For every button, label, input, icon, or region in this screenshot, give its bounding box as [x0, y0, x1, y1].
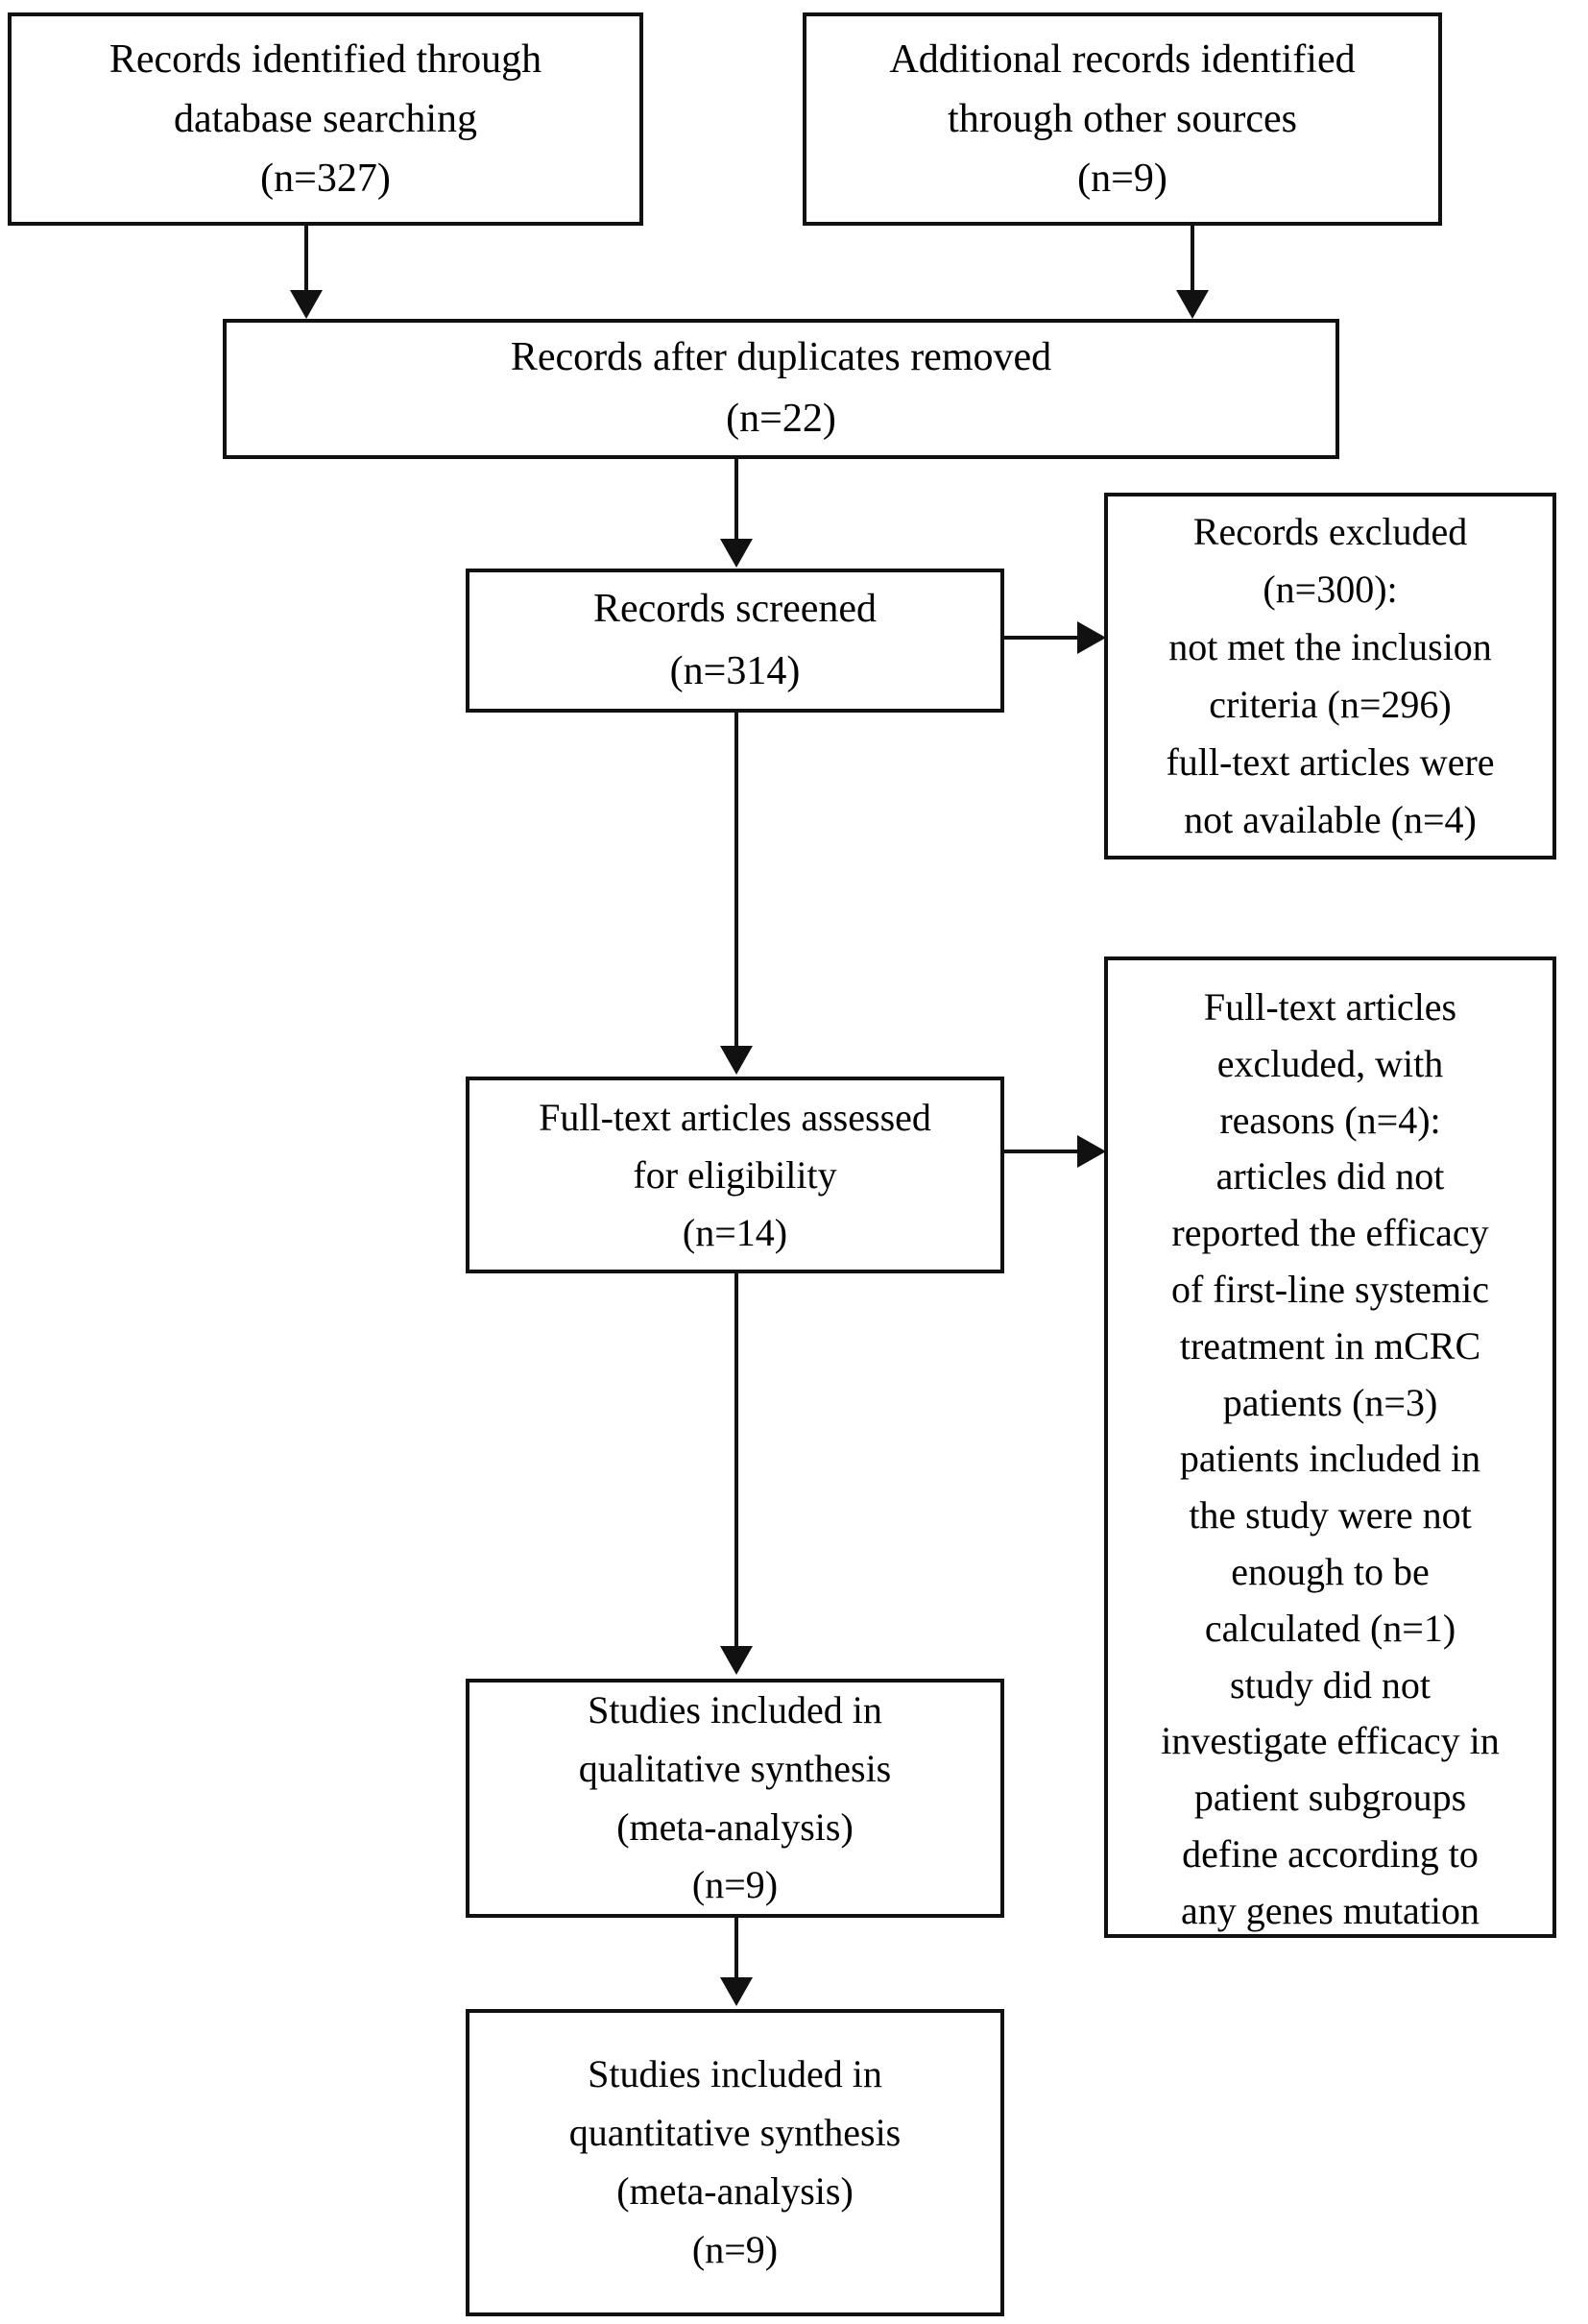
box-line: Records identified through [108, 36, 542, 82]
box-line: treatment in mCRC [1179, 1323, 1481, 1368]
box-line: (n=14) [682, 1210, 788, 1254]
arrowhead-screened-to-records-excluded [1077, 621, 1106, 654]
box-line: reported the efficacy [1171, 1211, 1489, 1255]
box-line: (n=314) [669, 649, 801, 693]
arrowhead-other-sources-to-dedup [1176, 290, 1209, 319]
box-line: Studies included in [588, 1687, 882, 1731]
arrowhead-qualitative-to-quantitative [720, 1977, 753, 2006]
box-line: articles did not [1215, 1154, 1445, 1198]
box-line: reasons (n=4): [1219, 1098, 1441, 1142]
box-additional-records-other-sources: Additional records identified through ot… [803, 12, 1442, 226]
box-line: (n=9) [691, 1863, 779, 1907]
arrowhead-fulltext-to-qualitative [720, 1646, 753, 1675]
box-line: of first-line systemic [1170, 1267, 1490, 1311]
connector-other-sources-to-dedup [1191, 226, 1194, 293]
box-line: not available (n=4) [1184, 798, 1477, 841]
box-line: study did not [1230, 1662, 1431, 1707]
box-line: full-text articles were [1166, 740, 1495, 784]
box-line: Full-text articles assessed [539, 1095, 931, 1139]
box-line: enough to be [1231, 1549, 1430, 1593]
box-line: (n=9) [1077, 157, 1167, 202]
box-line: Records excluded [1192, 510, 1468, 553]
box-records-after-duplicates-removed: Records after duplicates removed (n=22) [223, 319, 1339, 459]
arrowhead-screened-to-fulltext [720, 1046, 753, 1075]
box-line: (n=22) [726, 397, 836, 441]
box-fulltext-articles-assessed: Full-text articles assessed for eligibil… [466, 1077, 1004, 1273]
box-studies-included-quantitative-synthesis: Studies included in quantitative synthes… [466, 2009, 1004, 2316]
box-line: calculated (n=1) [1204, 1606, 1456, 1650]
box-line: Studies included in [588, 2052, 882, 2096]
box-line: Records after duplicates removed [510, 335, 1052, 380]
box-line: qualitative synthesis [578, 1746, 892, 1790]
box-line: patients included in [1179, 1437, 1481, 1481]
box-fulltext-articles-excluded-with-reasons: Full-text articles excluded, with reason… [1104, 956, 1556, 1938]
box-line: (n=327) [260, 157, 391, 202]
box-line: excluded, with [1216, 1041, 1444, 1085]
box-line: patient subgroups [1193, 1776, 1467, 1820]
box-line: through other sources [948, 96, 1297, 141]
box-line: (n=300): [1263, 568, 1398, 611]
box-line: (meta-analysis) [616, 1804, 854, 1849]
box-line: investigate efficacy in [1161, 1719, 1500, 1763]
connector-fulltext-to-qualitative [734, 1273, 738, 1648]
box-line: define according to [1182, 1831, 1479, 1876]
box-line: the study were not [1189, 1493, 1472, 1537]
box-records-identified-database: Records identified through database sear… [8, 12, 643, 226]
box-line: quantitative synthesis [568, 2111, 902, 2155]
box-line: (meta-analysis) [616, 2169, 854, 2213]
box-line: for eligibility [633, 1152, 837, 1197]
connector-dedup-to-screened [734, 459, 738, 542]
box-line: Full-text articles [1203, 985, 1457, 1029]
connector-screened-to-records-excluded [1004, 636, 1081, 640]
arrowhead-db-search-to-dedup [290, 290, 323, 319]
box-line: patients (n=3) [1222, 1380, 1438, 1424]
box-line: Additional records identified [889, 36, 1356, 82]
box-line: criteria (n=296) [1209, 683, 1452, 726]
box-line: database searching [173, 96, 477, 141]
box-records-excluded: Records excluded (n=300): not met the in… [1104, 493, 1556, 859]
box-records-screened: Records screened (n=314) [466, 569, 1004, 713]
connector-fulltext-to-fulltext-excluded [1004, 1150, 1081, 1153]
box-line: any genes mutation [1180, 1888, 1480, 1932]
box-line: not met the inclusion [1168, 625, 1492, 668]
arrowhead-fulltext-to-fulltext-excluded [1077, 1135, 1106, 1168]
connector-screened-to-fulltext [734, 713, 738, 1049]
arrowhead-dedup-to-screened [720, 539, 753, 568]
connector-db-search-to-dedup [304, 226, 308, 293]
box-line: (n=9) [691, 2227, 779, 2271]
connector-qualitative-to-quantitative [734, 1918, 738, 1980]
box-studies-included-qualitative-synthesis: Studies included in qualitative synthesi… [466, 1679, 1004, 1918]
box-line: Records screened [592, 586, 878, 631]
